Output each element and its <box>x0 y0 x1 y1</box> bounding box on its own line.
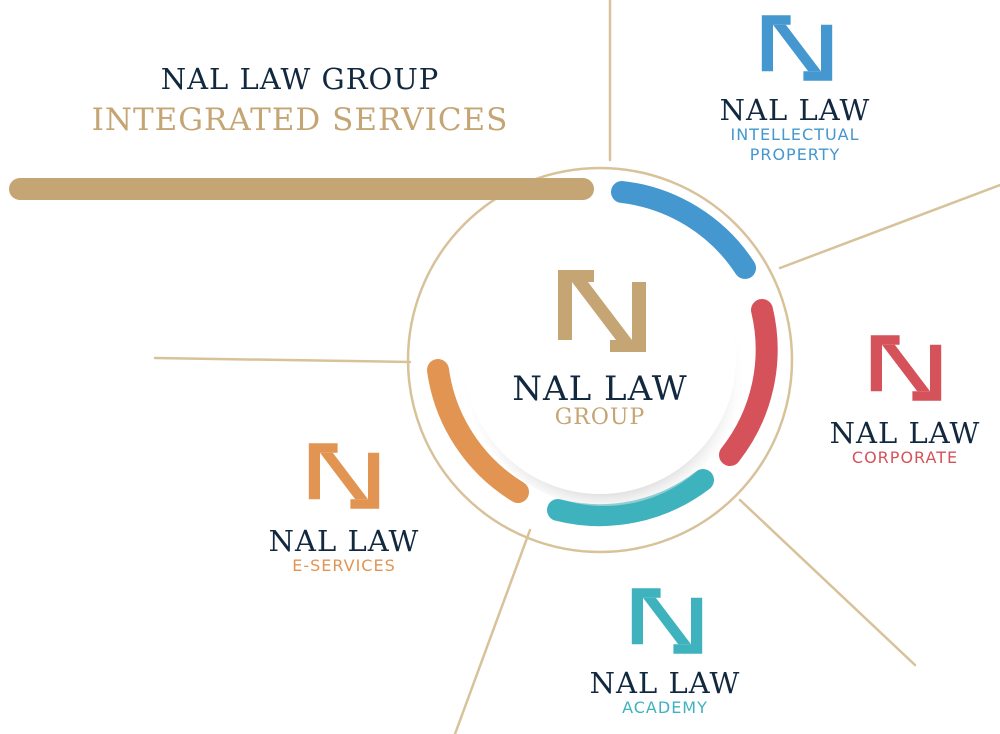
line-bottom <box>453 528 532 734</box>
brand-name: NAL LAW <box>829 416 981 450</box>
nal-logo-icon-blue <box>761 15 833 81</box>
hub-circle <box>464 222 736 494</box>
nal-logo-icon-orange <box>308 443 380 509</box>
arc-orange <box>427 359 529 503</box>
arc-blue <box>611 181 756 279</box>
brand-name: NAL LAW <box>719 93 871 127</box>
brand-sub: CORPORATE <box>851 448 959 467</box>
brand-corporate: NAL LAW CORPORATE <box>785 418 1000 468</box>
brand-name: NAL LAW <box>589 666 741 700</box>
center-brand-sub: GROUP <box>554 405 646 430</box>
center-brand-name: NAL LAW <box>512 369 688 409</box>
line-upper-right <box>778 183 1000 270</box>
headline-title: NAL LAW GROUP <box>160 62 440 96</box>
brand-sub: E-SERVICES <box>292 556 396 575</box>
brand-name: NAL LAW <box>268 524 420 558</box>
arc-red <box>719 299 778 466</box>
outer-ring <box>406 166 794 554</box>
nal-logo-icon-red <box>870 335 942 401</box>
line-lower-right <box>738 498 917 667</box>
headline-subtitle: INTEGRATED SERVICES <box>91 102 509 138</box>
brand-academy: NAL LAW ACADEMY <box>545 668 785 718</box>
arc-teal <box>547 469 714 527</box>
brand-sub-line2: PROPERTY <box>749 145 841 164</box>
brand-sub: ACADEMY <box>622 698 708 717</box>
brand-sub-line1: INTELLECTUAL <box>730 125 860 144</box>
brand-intellectual-property: NAL LAW INTELLECTUAL PROPERTY <box>675 95 915 165</box>
brand-e-services: NAL LAW E-SERVICES <box>224 526 464 576</box>
line-left <box>153 356 412 364</box>
nal-logo-icon-teal <box>631 588 703 654</box>
center-brand: NAL LAW GROUP <box>480 369 720 430</box>
nal-logo-icon-gold <box>558 270 646 352</box>
